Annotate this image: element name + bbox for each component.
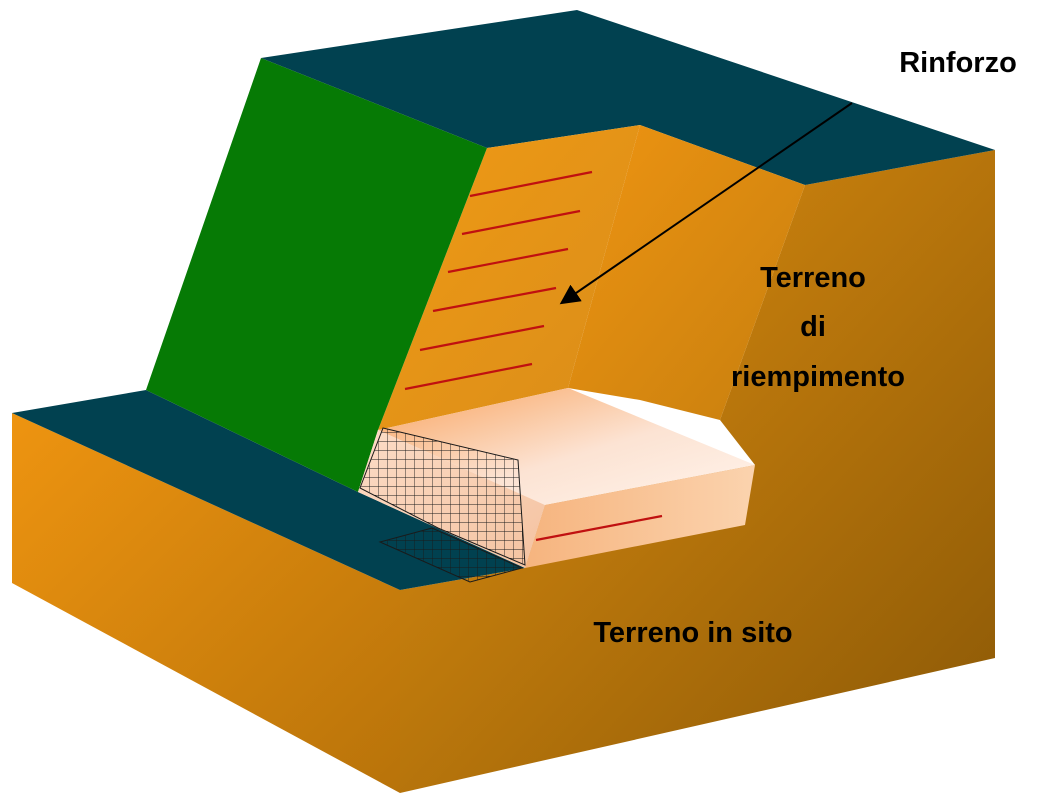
reinforcement-line	[447, 247, 569, 274]
green-facing	[146, 58, 487, 492]
geogrid-ground-mesh	[378, 527, 524, 583]
upper-ground-top	[261, 10, 995, 185]
reinforcement-line	[535, 514, 663, 542]
reinforcement-line	[469, 170, 593, 198]
base-layer-front	[525, 465, 755, 568]
fill-soil-label-line2: di	[800, 311, 826, 343]
reinforcement-label: Rinforzo	[899, 47, 1017, 79]
reinforcement-line	[432, 286, 557, 313]
geogrid-wrap-mesh	[359, 427, 526, 566]
reinforcement-line	[404, 362, 533, 391]
fill-soil-face	[378, 125, 640, 430]
reinforcement-layers	[404, 170, 663, 542]
fill-soil-label-line1: Terreno	[760, 262, 866, 294]
in-situ-right-face	[400, 150, 995, 793]
reinforcement-arrow	[559, 102, 853, 305]
in-situ-soil-label: Terreno in sito	[593, 617, 792, 649]
in-situ-cut-wall	[568, 125, 805, 420]
in-situ-front-left-face	[12, 413, 400, 793]
base-layer-top	[378, 388, 755, 505]
reinforcement-line	[419, 324, 545, 352]
fill-soil-label-line3: riempimento	[731, 361, 905, 393]
reinforcement-line	[461, 209, 581, 236]
